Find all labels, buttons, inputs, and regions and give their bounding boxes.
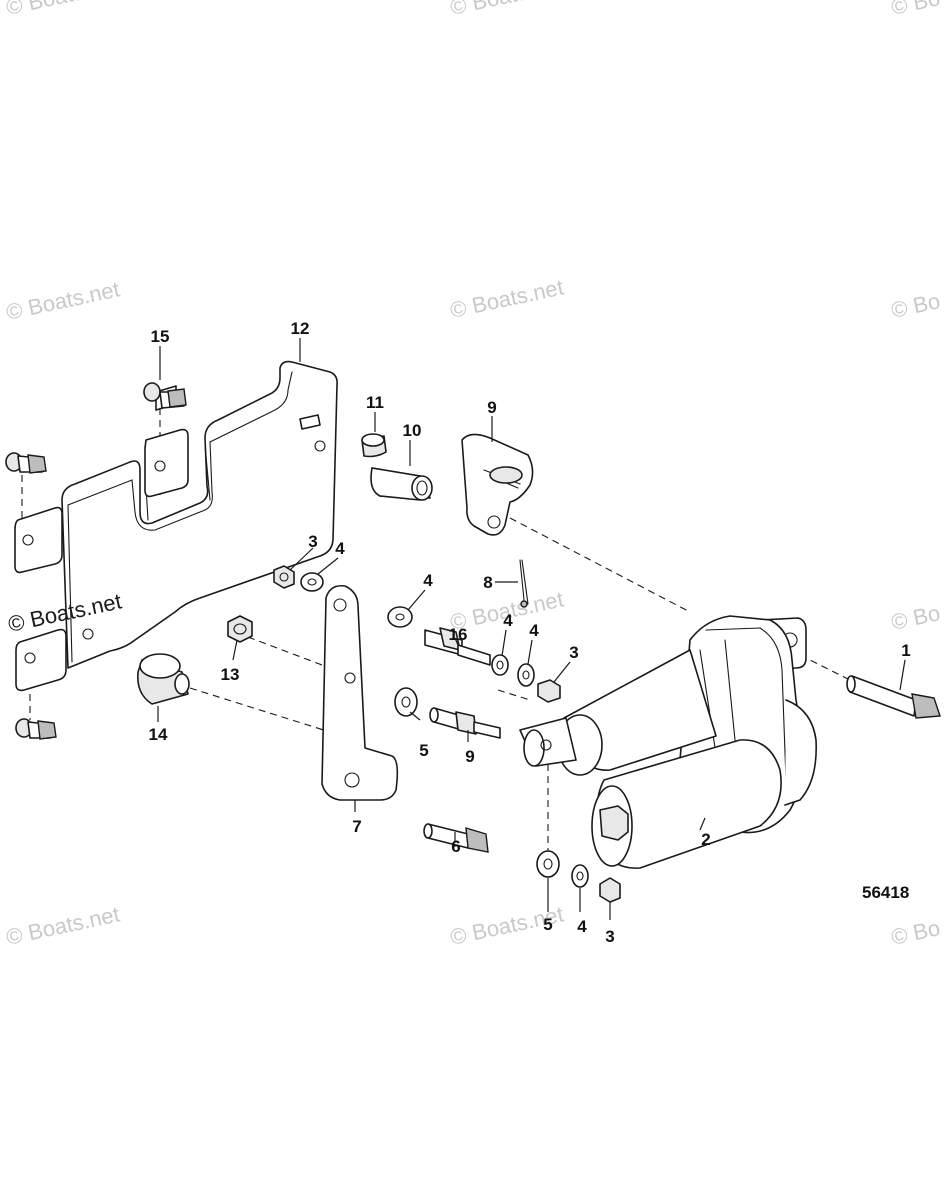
watermark: © Bo — [889, 288, 942, 323]
washer-part-4-center — [387, 606, 413, 628]
callout-4-center-2: 4 — [503, 611, 513, 630]
bolt-left-lower — [15, 718, 57, 740]
bushing-part-10 — [370, 467, 433, 501]
callout-labels: 15 12 11 10 9 8 3 4 13 14 7 6 9 5 4 16 4… — [149, 319, 911, 946]
watermark: © Bo — [889, 600, 942, 635]
spacer-part-14 — [136, 653, 190, 705]
figure-number: 56418 — [862, 883, 909, 902]
callout-4-center-3: 4 — [529, 621, 539, 640]
callout-12: 12 — [291, 319, 310, 338]
washer-part-4-center-2 — [491, 654, 509, 676]
link-bracket-part-7 — [321, 584, 399, 801]
callout-7: 7 — [352, 817, 361, 836]
leader-lines — [157, 338, 906, 920]
stud-part-16 — [424, 627, 491, 666]
callout-8: 8 — [483, 573, 492, 592]
callout-4-lower: 4 — [577, 917, 587, 936]
cap-part-11 — [361, 433, 387, 458]
washer-part-4-left — [300, 572, 324, 592]
callout-6: 6 — [451, 837, 460, 856]
callout-5-lower: 5 — [543, 915, 552, 934]
watermark: © Bo — [889, 0, 942, 20]
watermark: © Boats.net — [4, 276, 122, 324]
watermark: © Boats.net — [448, 0, 566, 20]
callout-5-center: 5 — [419, 741, 428, 760]
callout-11: 11 — [366, 393, 384, 412]
nut-part-3-center — [537, 679, 561, 703]
callout-4-center: 4 — [423, 571, 433, 590]
callout-14: 14 — [149, 725, 168, 744]
callout-15: 15 — [151, 327, 170, 346]
washer-part-4-lower — [571, 864, 589, 888]
callout-3-lower: 3 — [605, 927, 614, 946]
bolt-part-6 — [423, 823, 489, 853]
watermark: © Boats.net — [448, 274, 566, 322]
callout-13: 13 — [221, 665, 240, 684]
nut-part-3-lower — [599, 877, 621, 903]
bolt-part-1 — [846, 675, 941, 719]
watermark: © Boats.net — [4, 901, 122, 949]
callout-4-left: 4 — [335, 539, 345, 558]
callout-1: 1 — [901, 641, 910, 660]
washer-part-5-center — [394, 687, 418, 717]
actuator-part-2 — [519, 615, 817, 869]
callout-16: 16 — [449, 625, 468, 644]
callout-10: 10 — [403, 421, 422, 440]
callout-3-center: 3 — [569, 643, 578, 662]
callout-2: 2 — [701, 830, 710, 849]
bolt-left-upper — [5, 452, 47, 474]
washer-part-4-center-3 — [517, 663, 535, 687]
washer-part-5-lower — [536, 850, 560, 878]
mounting-plate-part-12 — [14, 360, 338, 692]
bracket-part-9 — [461, 433, 534, 536]
bolt-part-15 — [143, 382, 187, 411]
stud-part-9-lower — [429, 707, 501, 739]
callout-3-left: 3 — [308, 532, 317, 551]
watermark: © Bo — [889, 915, 942, 950]
callout-9-upper: 9 — [487, 398, 496, 417]
cotter-pin-part-8 — [519, 559, 529, 608]
watermark: © Boats.net — [4, 0, 122, 20]
nut-part-3-left — [273, 565, 295, 589]
nut-part-13 — [227, 615, 253, 643]
callout-9-lower: 9 — [465, 747, 474, 766]
